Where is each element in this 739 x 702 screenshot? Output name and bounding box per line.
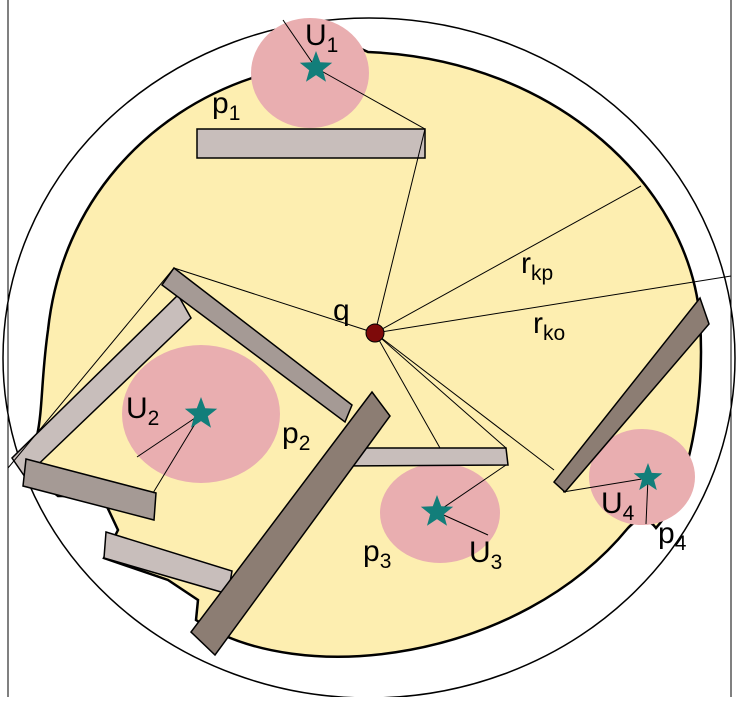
panel-long-diagonal <box>189 390 391 657</box>
star-icon-u1 <box>299 51 333 82</box>
line-q-rkp <box>374 185 642 334</box>
panel-p1 <box>196 128 426 159</box>
line-u3-a <box>436 464 507 513</box>
sensor-lines <box>136 19 649 536</box>
label-u2: U2 <box>126 392 159 430</box>
star-icon-u2 <box>184 397 218 428</box>
line-u2-a <box>136 413 202 458</box>
label-u1: U1 <box>305 19 338 57</box>
label-p2: p2 <box>282 417 310 455</box>
line-u2-b <box>152 413 202 494</box>
line-q-p3-b <box>374 332 441 449</box>
line-q-p3-a <box>374 332 507 449</box>
point-q <box>365 323 385 343</box>
label-q: q <box>333 294 350 327</box>
line-u1-a <box>282 19 317 69</box>
visibility-lines <box>7 128 732 471</box>
panel-p2-bottom <box>22 458 157 521</box>
line-p2-left <box>7 267 175 469</box>
label-p4: p4 <box>658 517 687 555</box>
label-u4: U4 <box>601 487 635 525</box>
line-q-p1 <box>374 128 426 334</box>
line-q-p2 <box>173 267 376 334</box>
line-q-rko <box>374 275 732 334</box>
label-u3: U3 <box>469 536 502 574</box>
line-u3-b <box>436 511 489 536</box>
line-u4-b <box>645 477 649 525</box>
label-p1: p1 <box>212 87 240 125</box>
panel-p2-top <box>160 266 353 424</box>
line-q-p4 <box>374 332 555 471</box>
label-r-ko: rko <box>533 307 565 345</box>
star-icon-u4 <box>633 463 663 491</box>
label-r-kp: rkp <box>521 247 553 285</box>
label-p3: p3 <box>363 535 391 573</box>
star-icon-u3 <box>420 495 454 526</box>
line-u1-b <box>315 67 426 130</box>
line-u4-a <box>562 477 649 493</box>
